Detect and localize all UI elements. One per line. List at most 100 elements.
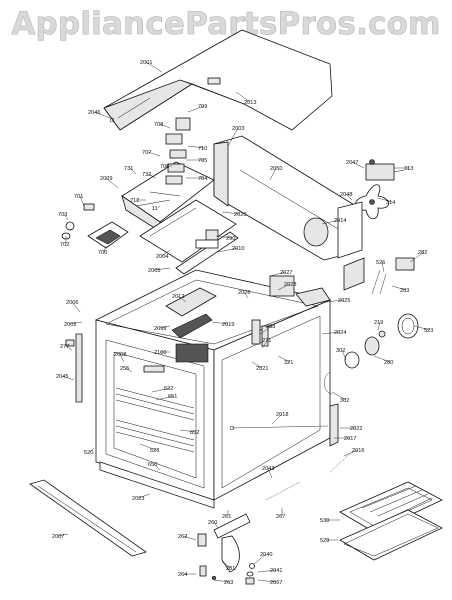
part-number-2020[interactable]: 2020 [234, 212, 246, 218]
part-selector-switch[interactable] [61, 203, 129, 249]
part-door-spring[interactable] [265, 481, 301, 501]
part-number-650[interactable]: 650 [148, 462, 157, 468]
part-number-2023[interactable]: 2023 [132, 496, 144, 502]
part-relay[interactable] [195, 229, 219, 249]
part-number-280[interactable]: 280 [384, 360, 393, 366]
part-light-bracket[interactable] [343, 257, 415, 295]
part-number-268[interactable]: 268 [266, 324, 275, 330]
part-number-321[interactable]: 321 [284, 360, 293, 366]
part-oven-door-frame[interactable] [105, 339, 205, 489]
part-number-264[interactable]: 264 [178, 572, 187, 578]
part-number-712[interactable]: 712 [130, 198, 139, 204]
part-number-520[interactable]: 520 [84, 450, 93, 456]
part-number-2025[interactable]: 2025 [338, 298, 350, 304]
part-right-trim[interactable] [329, 403, 355, 473]
part-number-710[interactable]: 710 [198, 146, 207, 152]
part-number-705[interactable]: 705 [198, 158, 207, 164]
part-number-651[interactable]: 651 [168, 394, 177, 400]
part-number-707[interactable]: 707 [142, 150, 151, 156]
part-kick-panel[interactable] [29, 479, 147, 557]
part-wire-hook[interactable] [324, 371, 333, 395]
part-oven-body[interactable] [94, 269, 332, 501]
part-number-2010[interactable]: 2010 [232, 246, 244, 252]
part-number-2028[interactable]: 2028 [284, 282, 296, 288]
part-number-2019[interactable]: 2019 [222, 322, 234, 328]
part-number-703[interactable]: 703 [58, 212, 67, 218]
part-light-lens[interactable] [344, 313, 419, 369]
part-number-2007[interactable]: 2007 [52, 534, 64, 540]
part-side-liner[interactable] [221, 315, 329, 489]
part-number-2099[interactable]: 2099 [154, 326, 166, 332]
part-number-2045[interactable]: 2045 [56, 374, 68, 380]
part-number-2005[interactable]: 2005 [148, 268, 160, 274]
part-broil-element[interactable] [165, 287, 217, 363]
part-number-261b[interactable]: 261 [226, 566, 235, 572]
part-number-283[interactable]: 283 [400, 288, 409, 294]
part-number-313[interactable]: 313 [404, 166, 413, 172]
part-thermostat[interactable] [365, 159, 405, 181]
part-number-267[interactable]: 267 [276, 514, 285, 520]
part-number-2014[interactable]: 2014 [334, 218, 346, 224]
part-number-2013[interactable]: 2013 [244, 100, 256, 106]
part-number-314[interactable]: 314 [386, 200, 395, 206]
part-number-271[interactable]: 271 [262, 338, 271, 344]
part-number-709[interactable]: 709 [198, 104, 207, 110]
part-rear-cover[interactable] [337, 201, 363, 259]
part-number-2004[interactable]: 2004 [156, 254, 168, 260]
part-number-219[interactable]: 219 [374, 320, 383, 326]
part-number-302b[interactable]: 302 [340, 398, 349, 404]
part-number-731[interactable]: 731 [124, 166, 133, 172]
part-number-706[interactable]: 706 [160, 164, 169, 170]
part-control-bracket[interactable] [121, 117, 215, 235]
part-number-290[interactable]: 290 [226, 236, 235, 242]
part-number-2009[interactable]: 2009 [100, 176, 112, 182]
part-number-732[interactable]: 732 [142, 172, 151, 178]
part-front-brace[interactable] [139, 199, 239, 275]
part-number-2001[interactable]: 2001 [140, 60, 152, 66]
part-number-302[interactable]: 302 [336, 348, 345, 354]
part-number-2100[interactable]: 2100 [154, 350, 166, 356]
part-number-2067[interactable]: 2067 [270, 580, 282, 586]
part-number-255[interactable]: 255 [120, 366, 129, 372]
part-number-700[interactable]: 700 [98, 250, 107, 256]
part-number-11[interactable]: 11 [152, 206, 158, 212]
part-number-530[interactable]: 530 [320, 518, 329, 524]
part-number-526[interactable]: 526 [376, 260, 385, 266]
part-oven-light[interactable] [251, 319, 269, 347]
part-rear-panel[interactable] [213, 135, 357, 261]
part-screws[interactable] [245, 563, 255, 585]
part-number-2002[interactable]: 2002 [64, 322, 76, 328]
part-broil-pan[interactable] [339, 481, 443, 561]
part-number-261[interactable]: 261 [222, 514, 231, 520]
part-number-704[interactable]: 704 [198, 176, 207, 182]
part-number-260[interactable]: 260 [208, 520, 217, 526]
part-number-2048[interactable]: 2048 [340, 192, 352, 198]
part-number-708[interactable]: 708 [154, 122, 163, 128]
part-number-2017[interactable]: 2017 [344, 436, 356, 442]
part-number-523[interactable]: 523 [424, 328, 433, 334]
part-number-2006[interactable]: 2006 [66, 300, 78, 306]
part-number-522[interactable]: 522 [164, 386, 173, 392]
part-number-2050[interactable]: 2050 [270, 166, 282, 172]
part-number-2021[interactable]: 2021 [256, 366, 268, 372]
part-number-2026[interactable]: 2026 [238, 290, 250, 296]
part-number-2040[interactable]: 2040 [260, 552, 272, 558]
part-number-263[interactable]: 263 [224, 580, 233, 586]
part-number-2027[interactable]: 2027 [280, 270, 292, 276]
part-number-277[interactable]: 277 [60, 344, 69, 350]
part-number-2043[interactable]: 2043 [262, 466, 274, 472]
part-number-528[interactable]: 528 [150, 448, 159, 454]
part-door-hinge[interactable] [197, 513, 251, 581]
part-number-262[interactable]: 262 [178, 534, 187, 540]
part-left-trim-strip[interactable] [65, 333, 83, 403]
part-number-282[interactable]: 282 [418, 250, 427, 256]
part-number-2012[interactable]: 2012 [172, 294, 184, 300]
part-number-2016[interactable]: 2016 [352, 448, 364, 454]
part-bottom-trim[interactable] [99, 461, 215, 509]
part-number-529[interactable]: 529 [320, 538, 329, 544]
part-number-2024[interactable]: 2024 [334, 330, 346, 336]
part-number-2047[interactable]: 2047 [346, 160, 358, 166]
part-number-701[interactable]: 701 [74, 194, 83, 200]
part-number-2003[interactable]: 2003 [232, 126, 244, 132]
part-number-2022[interactable]: 2022 [350, 426, 362, 432]
